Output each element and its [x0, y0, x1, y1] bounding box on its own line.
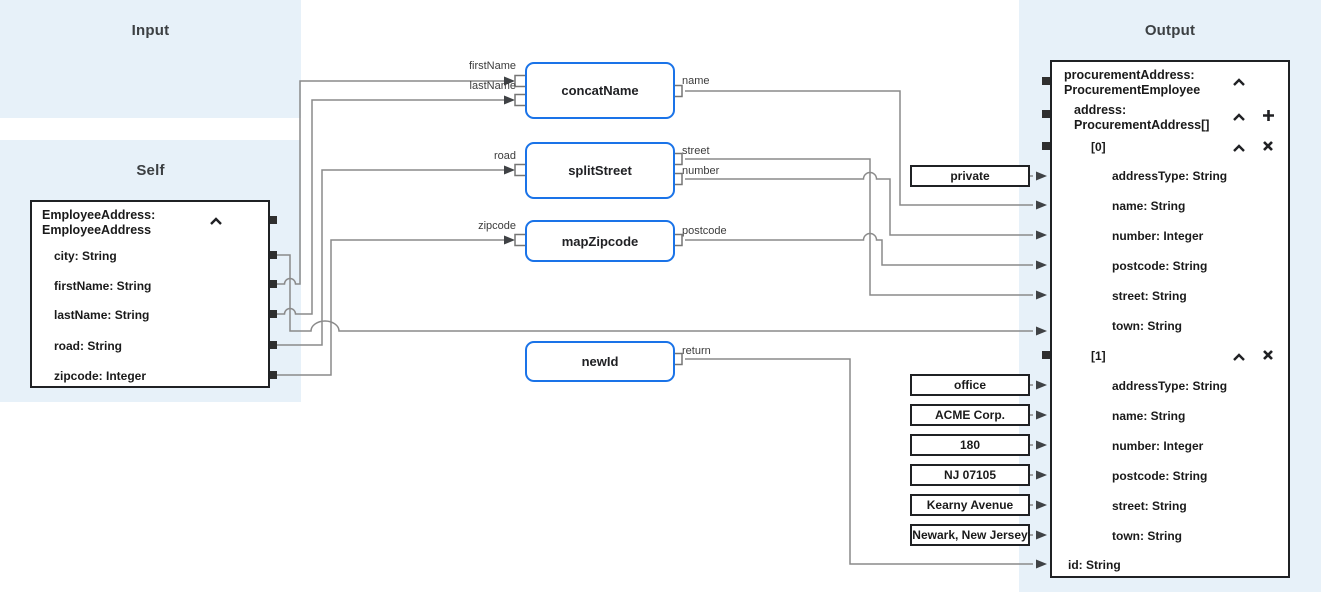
- port-label-return: return: [682, 345, 711, 357]
- port-label-postcode: postcode: [682, 225, 727, 237]
- chevron-up-icon: [1233, 352, 1245, 361]
- output-item1-street[interactable]: street: String: [1112, 499, 1187, 513]
- function-label: concatName: [561, 83, 639, 98]
- port-label-zipcode: zipcode: [478, 220, 516, 232]
- self-root-line2: EmployeeAddress: [42, 223, 152, 237]
- chevron-up-icon: [210, 216, 222, 225]
- function-label: newId: [581, 354, 619, 369]
- input-section-title: Input: [131, 22, 170, 39]
- input-section: [0, 0, 301, 118]
- collapse-button[interactable]: [208, 214, 224, 228]
- output-item0-name[interactable]: name: String: [1112, 199, 1186, 213]
- wire-postcode-to-postcode0[interactable]: [685, 232, 1033, 266]
- constant-office[interactable]: office: [910, 374, 1030, 396]
- function-newid[interactable]: newId: [525, 341, 675, 382]
- chevron-up-icon: [1233, 143, 1245, 152]
- constant-kearny-avenue[interactable]: Kearny Avenue: [910, 494, 1030, 516]
- collapse-button[interactable]: [1231, 350, 1247, 364]
- add-item-button[interactable]: [1260, 108, 1276, 122]
- output-item0-label[interactable]: [0]: [1091, 140, 1106, 154]
- output-item1-number[interactable]: number: Integer: [1112, 439, 1204, 453]
- output-section-title: Output: [1144, 22, 1196, 39]
- arrow-icon: [504, 95, 515, 105]
- port-label-lastname: lastName: [469, 80, 516, 92]
- output-id-field[interactable]: id: String: [1068, 558, 1121, 572]
- port-label-firstname: firstName: [468, 60, 516, 72]
- constant-180[interactable]: 180: [910, 434, 1030, 456]
- constant-private[interactable]: private: [910, 165, 1030, 187]
- output-item1-addresstype[interactable]: addressType: String: [1112, 379, 1228, 393]
- wire-lastname-to-concatname[interactable]: [277, 99, 505, 315]
- arrow-icon: [504, 235, 515, 245]
- wire-firstname-to-concatname[interactable]: [277, 80, 505, 285]
- self-root-node[interactable]: EmployeeAddress: EmployeeAddress: [42, 208, 155, 238]
- arrow-icon: [504, 165, 515, 175]
- constant-nj-07105[interactable]: NJ 07105: [910, 464, 1030, 486]
- self-root-line1: EmployeeAddress:: [42, 208, 156, 222]
- output-item1-postcode[interactable]: postcode: String: [1112, 469, 1208, 483]
- self-field-road[interactable]: road: String: [54, 339, 122, 353]
- output-root-node[interactable]: procurementAddress: ProcurementEmployee: [1064, 68, 1200, 98]
- wire-road-to-splitstreet[interactable]: [277, 169, 505, 346]
- remove-item-button[interactable]: [1260, 139, 1276, 153]
- port-label-number: number: [682, 165, 720, 177]
- chevron-up-icon: [1233, 77, 1245, 86]
- plus-icon: [1262, 109, 1274, 121]
- remove-item-button[interactable]: [1260, 348, 1276, 362]
- self-field-zipcode[interactable]: zipcode: Integer: [54, 369, 147, 383]
- chevron-up-icon: [1233, 112, 1245, 121]
- wire-city-to-town0[interactable]: [277, 254, 1033, 332]
- self-field-lastname[interactable]: lastName: String: [54, 308, 150, 322]
- output-item0-street[interactable]: street: String: [1112, 289, 1187, 303]
- port-label-street: street: [682, 145, 710, 157]
- port-label-road: road: [493, 150, 516, 162]
- self-field-city[interactable]: city: String: [54, 249, 117, 263]
- output-item0-postcode[interactable]: postcode: String: [1112, 259, 1208, 273]
- self-section-title: Self: [136, 162, 165, 179]
- collapse-button[interactable]: [1231, 110, 1247, 124]
- collapse-button[interactable]: [1231, 141, 1247, 155]
- output-item1-name[interactable]: name: String: [1112, 409, 1186, 423]
- output-item0-town[interactable]: town: String: [1112, 319, 1182, 333]
- self-document-panel: EmployeeAddress: EmployeeAddress city: S…: [30, 200, 270, 388]
- wire-name-to-name0[interactable]: [685, 90, 1033, 206]
- function-splitstreet[interactable]: splitStreet: [525, 142, 675, 199]
- constant-newark-new-jersey[interactable]: Newark, New Jersey: [910, 524, 1030, 546]
- function-mapzipcode[interactable]: mapZipcode: [525, 220, 675, 262]
- output-root-line1: procurementAddress:: [1064, 68, 1195, 82]
- output-address-line1: address:: [1074, 103, 1127, 117]
- close-icon: [1263, 350, 1273, 360]
- output-item1-town[interactable]: town: String: [1112, 529, 1182, 543]
- output-address-line2: ProcurementAddress[]: [1074, 118, 1210, 132]
- function-label: splitStreet: [568, 163, 632, 178]
- output-item0-addresstype[interactable]: addressType: String: [1112, 169, 1228, 183]
- function-label: mapZipcode: [561, 233, 639, 249]
- close-icon: [1263, 141, 1273, 151]
- output-item1-label[interactable]: [1]: [1091, 349, 1106, 363]
- output-root-line2: ProcurementEmployee: [1064, 83, 1201, 97]
- collapse-button[interactable]: [1231, 75, 1247, 89]
- output-document-panel: procurementAddress: ProcurementEmployee …: [1050, 60, 1290, 578]
- function-concatname[interactable]: concatName: [525, 62, 675, 119]
- port-label-name: name: [682, 75, 710, 87]
- wire-zipcode-to-mapzipcode[interactable]: [277, 239, 505, 376]
- output-item0-number[interactable]: number: Integer: [1112, 229, 1204, 243]
- self-field-firstname[interactable]: firstName: String: [54, 279, 152, 293]
- output-address-node[interactable]: address: ProcurementAddress[]: [1074, 103, 1209, 133]
- constant-acme-corp[interactable]: ACME Corp.: [910, 404, 1030, 426]
